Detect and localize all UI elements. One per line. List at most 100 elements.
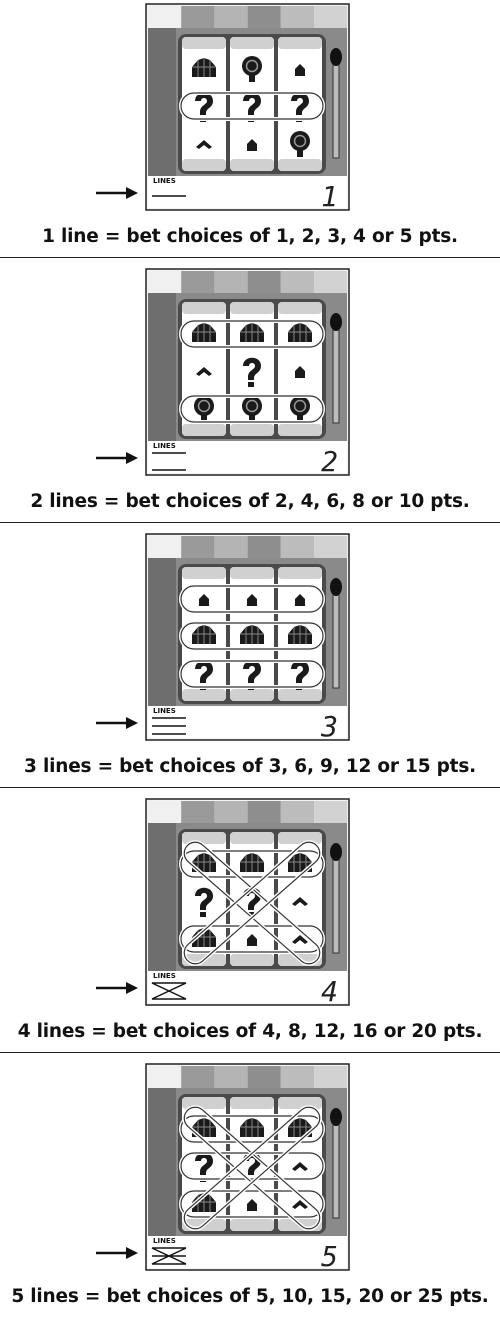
lever-track xyxy=(332,322,340,424)
reel-shade xyxy=(230,954,274,966)
lever-knob-icon[interactable] xyxy=(330,578,342,596)
bet-caption: 3 lines = bet choices of 3, 6, 9, 12 or … xyxy=(24,756,476,777)
reel-shade xyxy=(278,424,322,436)
color-strip-cell xyxy=(181,271,215,293)
color-strip-cell xyxy=(314,801,348,823)
reel-shade xyxy=(230,302,274,314)
bet-line-bottom-outline xyxy=(180,395,324,423)
reel-shade xyxy=(182,37,226,49)
color-strip-cell xyxy=(247,6,281,28)
lines-label: LINES xyxy=(153,442,176,450)
bet-line-bottom-outline xyxy=(180,660,324,688)
bet-line-top-outline xyxy=(180,850,324,878)
bet-line-bottom-outline xyxy=(180,1190,324,1218)
color-strip-cell xyxy=(314,1066,348,1088)
lines-count-digit: 5 xyxy=(321,1240,338,1271)
house-large-icon xyxy=(240,323,264,342)
bet-line-diagonal-down xyxy=(182,840,322,966)
panel-divider xyxy=(0,522,500,523)
lever-knob-icon[interactable] xyxy=(330,48,342,66)
house-large-icon xyxy=(192,1193,216,1212)
lines-indicator-icon xyxy=(151,982,187,1000)
reel-shade xyxy=(230,37,274,49)
color-strip-cell xyxy=(148,6,182,28)
reel-shade xyxy=(230,567,274,579)
chevron-icon xyxy=(292,935,308,944)
color-strip-cell xyxy=(148,536,182,558)
chevron-icon xyxy=(196,367,212,376)
bet-line-top-outline xyxy=(180,320,324,348)
color-strip-cell xyxy=(280,6,314,28)
reel-shade xyxy=(278,159,322,171)
mushroom-icon xyxy=(290,131,310,157)
reel-shade xyxy=(182,689,226,701)
panel-5: LINES 5 5 lines = bet choices of 5, 10, 15… xyxy=(0,1060,500,1325)
color-strip-cell xyxy=(247,271,281,293)
reel-shade xyxy=(278,302,322,314)
pointer-arrow-icon xyxy=(96,717,138,729)
panel-divider xyxy=(0,1052,500,1053)
color-strip-cell xyxy=(214,1066,248,1088)
lines-display xyxy=(148,706,347,738)
color-strip-cell xyxy=(280,801,314,823)
reel-shade xyxy=(182,159,226,171)
reel-1 xyxy=(182,37,226,171)
house-small-icon xyxy=(199,594,209,606)
bet-line-diagonal-up xyxy=(182,1105,322,1231)
bet-caption: 4 lines = bet choices of 4, 8, 12, 16 or… xyxy=(17,1021,483,1042)
color-strip-cell xyxy=(148,1066,182,1088)
house-large-icon xyxy=(192,625,216,644)
lever-knob-icon[interactable] xyxy=(330,1108,342,1126)
lever-knob-icon[interactable] xyxy=(330,313,342,331)
color-strip-cell xyxy=(247,536,281,558)
lines-display xyxy=(148,971,347,1003)
lines-indicator-icon xyxy=(151,1247,187,1265)
lines-label: LINES xyxy=(153,1237,176,1245)
slot-machine: LINES 5 xyxy=(145,1063,350,1271)
bet-line-top-outline xyxy=(180,1115,324,1143)
reel-shade xyxy=(230,1219,274,1231)
bet-caption: 5 lines = bet choices of 5, 10, 15, 20 o… xyxy=(11,1286,489,1307)
panel-divider xyxy=(0,787,500,788)
house-large-icon xyxy=(192,928,216,947)
reel-shade xyxy=(230,424,274,436)
chevron-icon xyxy=(292,1162,308,1171)
color-strip-cell xyxy=(247,801,281,823)
reel-shade xyxy=(182,424,226,436)
house-small-icon xyxy=(247,1199,257,1211)
reel-shade xyxy=(278,689,322,701)
cabinet-side xyxy=(148,28,176,176)
color-strip-cell xyxy=(247,1066,281,1088)
panel-divider xyxy=(0,257,500,258)
mushroom-icon xyxy=(290,396,310,422)
reel-shade xyxy=(182,302,226,314)
color-strip-cell xyxy=(181,536,215,558)
lines-label: LINES xyxy=(153,177,176,185)
house-small-icon xyxy=(247,139,257,151)
color-strip-cell xyxy=(181,6,215,28)
pointer-arrow-icon xyxy=(96,187,138,199)
color-strip-cell xyxy=(214,801,248,823)
reel-shade xyxy=(230,159,274,171)
lines-label: LINES xyxy=(153,707,176,715)
lines-count-digit: 4 xyxy=(321,975,338,1006)
color-strip-cell xyxy=(280,536,314,558)
lever-knob-icon[interactable] xyxy=(330,843,342,861)
bet-caption: 2 lines = bet choices of 2, 4, 6, 8 or 1… xyxy=(30,491,470,512)
reel-shade xyxy=(230,689,274,701)
lines-display xyxy=(148,441,347,473)
chevron-icon xyxy=(196,140,212,149)
lines-indicator-icon xyxy=(152,452,186,471)
reel-shade xyxy=(182,567,226,579)
bet-line-diagonal-up xyxy=(182,840,322,966)
mushroom-icon xyxy=(242,396,262,422)
cabinet-side xyxy=(148,558,176,706)
house-large-icon xyxy=(192,1118,216,1137)
chevron-icon xyxy=(292,897,308,906)
color-strip-cell xyxy=(314,271,348,293)
color-strip-cell xyxy=(280,271,314,293)
